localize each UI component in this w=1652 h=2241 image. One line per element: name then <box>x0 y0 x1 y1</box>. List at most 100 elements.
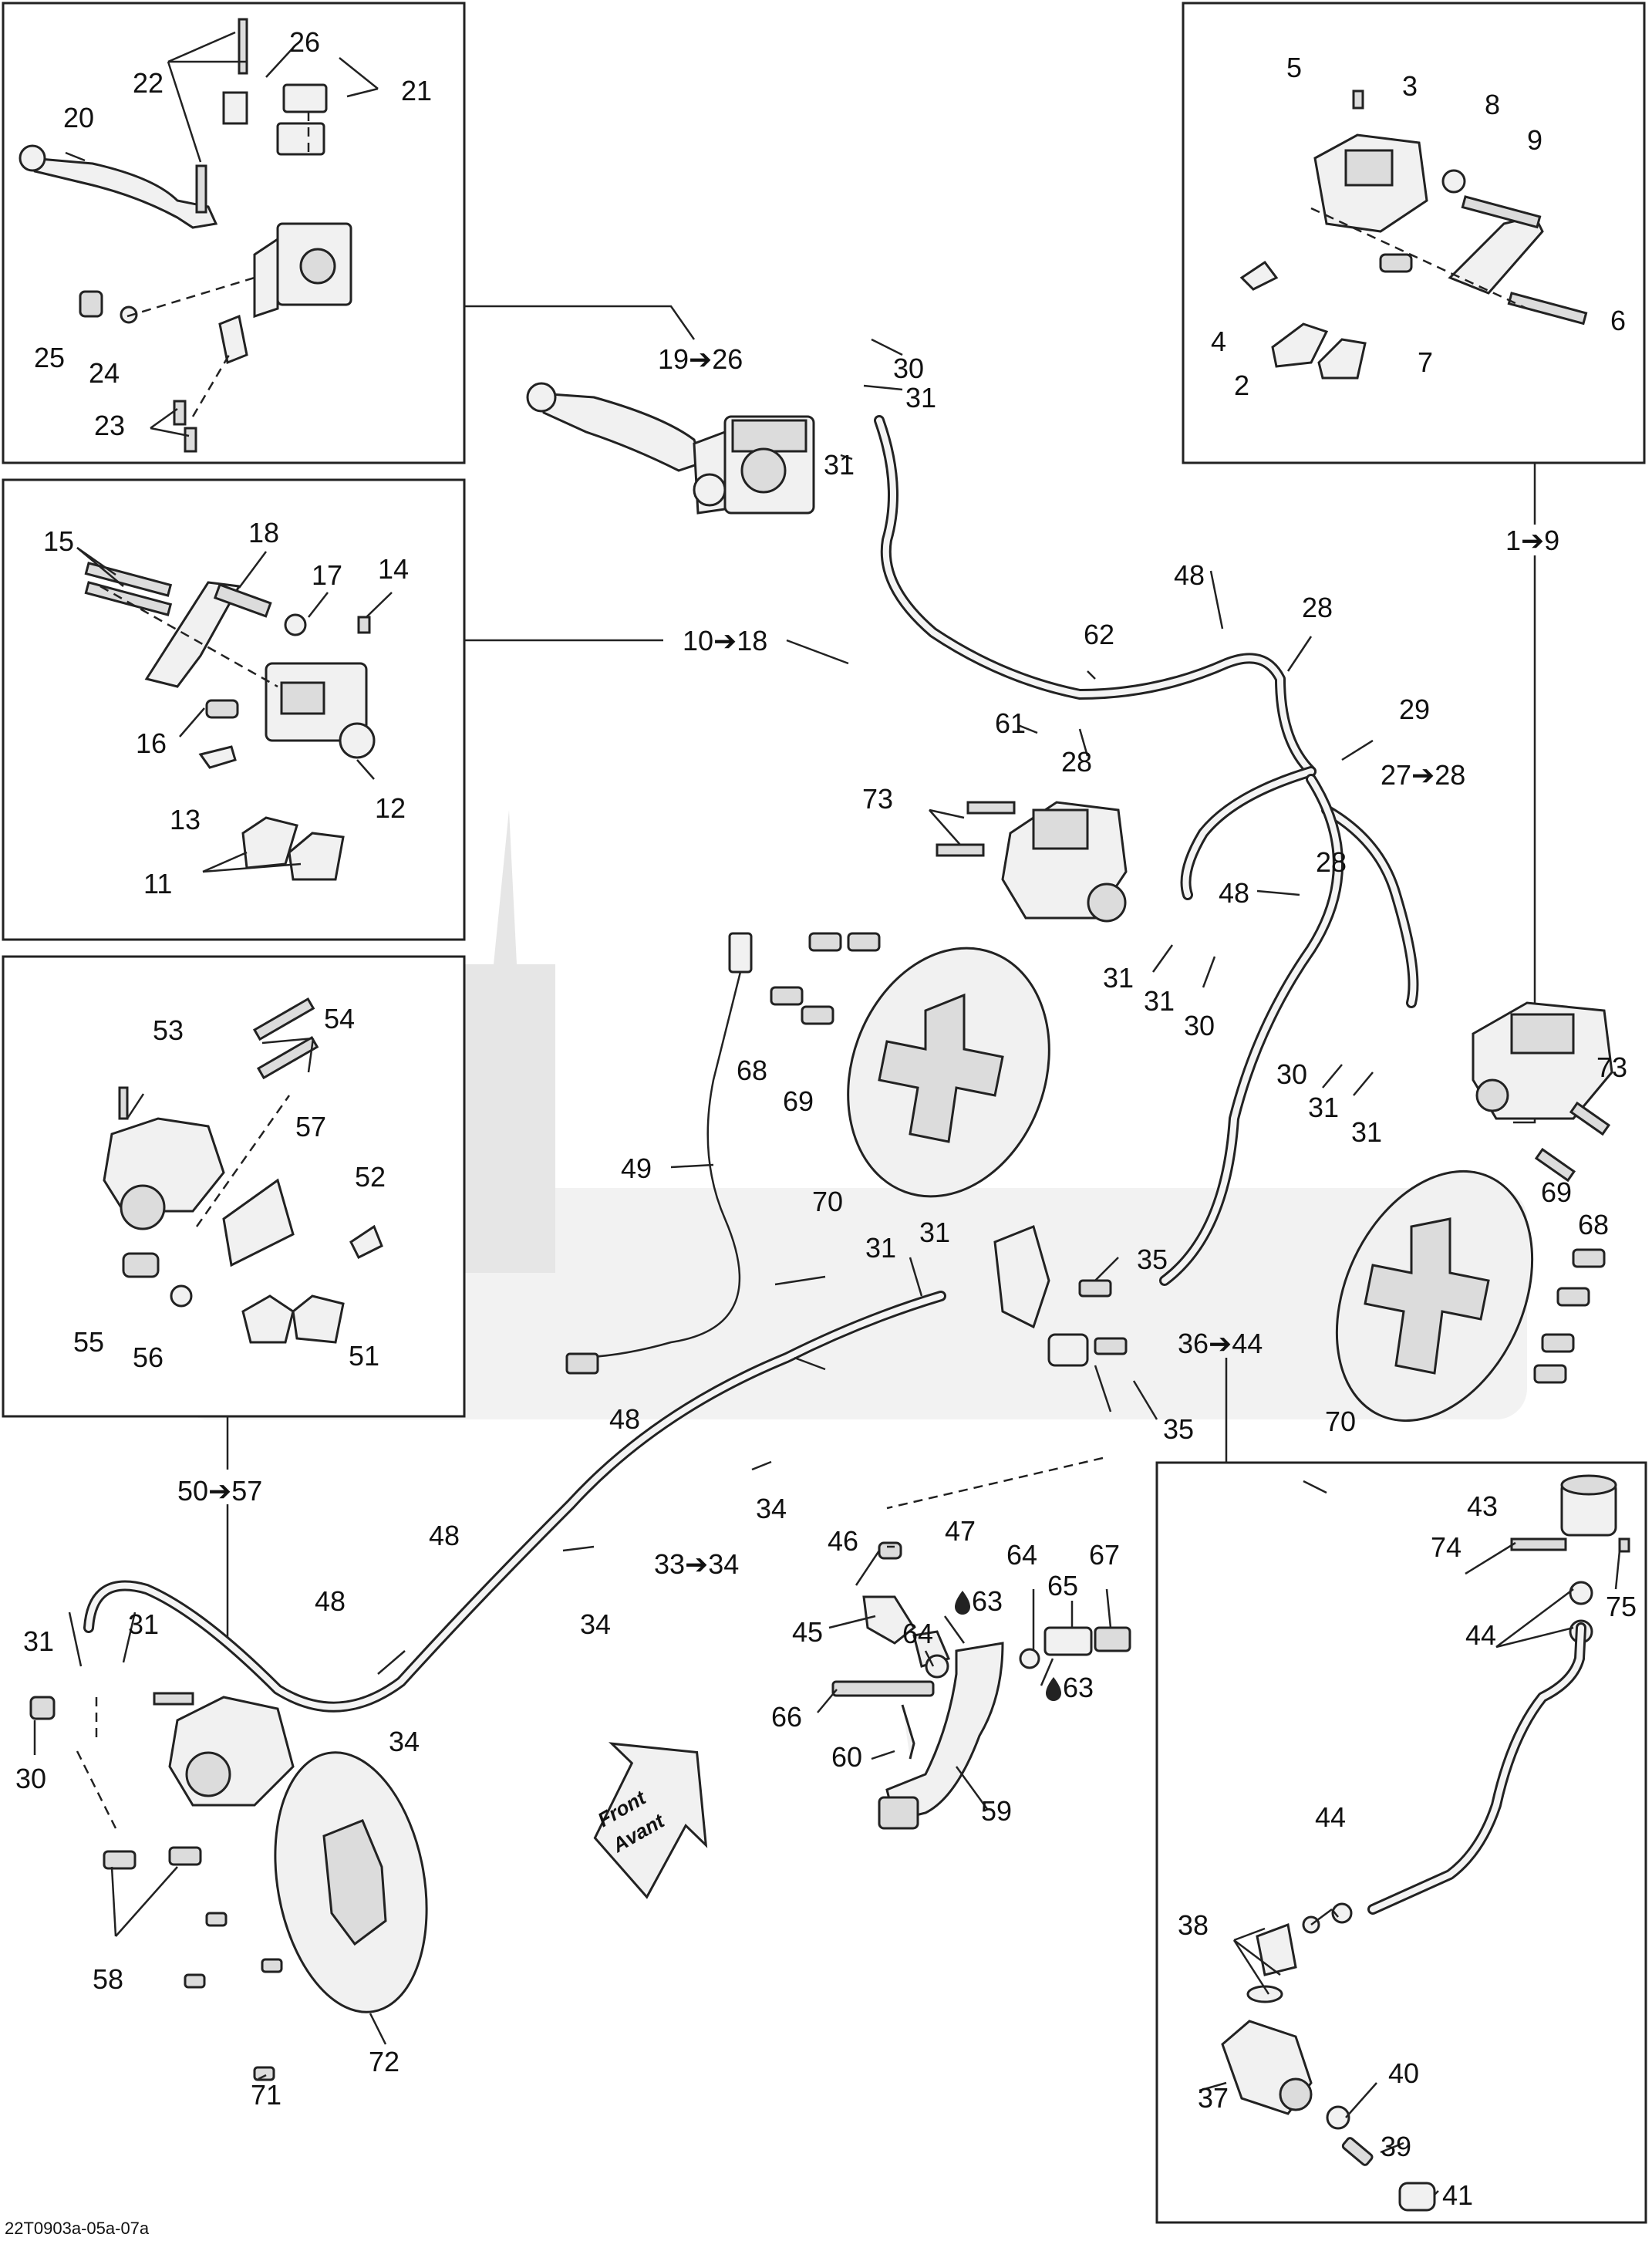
droplet-icons <box>955 1591 1061 1701</box>
callout-7: 7 <box>1418 346 1433 378</box>
callout-62: 62 <box>1084 619 1114 650</box>
callout-31-h: 31 <box>919 1217 950 1248</box>
callout-5: 5 <box>1286 52 1302 83</box>
callout-52: 52 <box>355 1161 386 1193</box>
callout-37: 37 <box>1198 2082 1229 2114</box>
callout-39: 39 <box>1381 2131 1411 2162</box>
callout-34-b: 34 <box>580 1608 611 1640</box>
callout-31-j: 31 <box>128 1608 159 1640</box>
callout-75: 75 <box>1606 1591 1637 1622</box>
inset-rear-master-cylinder <box>1155 1461 1647 2224</box>
callout-35-a: 35 <box>1137 1244 1168 1275</box>
caliper-10-18-exploded <box>84 562 376 881</box>
callout-57: 57 <box>295 1111 326 1142</box>
callout-70-a: 70 <box>812 1186 843 1217</box>
callout-11: 11 <box>143 868 172 899</box>
callout-23: 23 <box>94 410 125 441</box>
front-discs <box>847 947 1534 1423</box>
callout-67: 67 <box>1089 1539 1120 1571</box>
master-cylinder-exploded <box>19 18 352 453</box>
callout-38: 38 <box>1178 1909 1209 1941</box>
callout-44-b: 44 <box>1315 1801 1346 1833</box>
diagram-code: 22T0903a-05a-07a <box>5 2219 150 2238</box>
callout-70-b: 70 <box>1325 1406 1356 1437</box>
callout-63-a: 63 <box>972 1585 1003 1617</box>
callout-63-b: 63 <box>1063 1672 1094 1703</box>
callout-66: 66 <box>771 1701 802 1733</box>
callout-29: 29 <box>1399 694 1430 725</box>
callout-68-b: 68 <box>1578 1209 1609 1240</box>
callout-6: 6 <box>1610 305 1626 336</box>
callout-45: 45 <box>792 1616 823 1648</box>
callout-8: 8 <box>1485 89 1500 120</box>
rear-caliper-main <box>29 1692 295 1870</box>
callout-31-e: 31 <box>1308 1092 1339 1123</box>
callout-72: 72 <box>369 2046 400 2077</box>
leader-lines <box>33 31 1621 2195</box>
sensor-wire <box>565 932 753 1375</box>
callout-20: 20 <box>63 102 94 133</box>
front-direction-arrow: Front Avant <box>593 1742 708 1899</box>
callout-54: 54 <box>324 1003 355 1034</box>
callout-24: 24 <box>89 357 120 389</box>
front-master-cylinder-main <box>526 382 815 515</box>
callout-34-c: 34 <box>389 1726 420 1757</box>
callout-15: 15 <box>43 525 74 557</box>
callout-64-b: 64 <box>902 1618 933 1649</box>
callout-41: 41 <box>1442 2179 1473 2211</box>
callout-60: 60 <box>831 1741 862 1773</box>
callout-27-28: 27➔28 <box>1381 759 1465 791</box>
callout-44-a: 44 <box>1465 1619 1496 1651</box>
callout-55: 55 <box>73 1326 104 1358</box>
callout-48-b: 48 <box>1219 877 1249 909</box>
inset-connector-lines <box>226 305 1536 1643</box>
droplet-icon <box>1046 1677 1061 1701</box>
callout-51: 51 <box>349 1340 379 1372</box>
callout-64-a: 64 <box>1006 1539 1037 1571</box>
callout-59: 59 <box>981 1795 1012 1827</box>
caliper-1-9-exploded <box>1239 89 1588 380</box>
callout-22: 22 <box>133 67 164 99</box>
callout-49: 49 <box>621 1153 652 1184</box>
callout-26: 26 <box>289 26 320 58</box>
callout-25: 25 <box>34 342 65 373</box>
callout-30-b: 30 <box>1184 1010 1215 1041</box>
callout-73-b: 73 <box>1596 1051 1627 1083</box>
inset-rear-caliper <box>2 955 466 1418</box>
rear-master-cylinder-exploded <box>1221 1474 1630 2212</box>
callout-36-44: 36➔44 <box>1178 1328 1263 1359</box>
callout-35-b: 35 <box>1163 1413 1194 1445</box>
callout-30-c: 30 <box>1276 1058 1307 1090</box>
callout-4: 4 <box>1211 326 1226 357</box>
front-left-caliper-main <box>1472 1001 1613 1183</box>
callout-9: 9 <box>1527 124 1542 156</box>
callout-16: 16 <box>136 727 167 759</box>
callout-65: 65 <box>1047 1570 1078 1601</box>
callout-18: 18 <box>248 517 279 548</box>
callout-56: 56 <box>133 1342 164 1373</box>
droplet-icon <box>955 1591 970 1615</box>
callout-28-b: 28 <box>1061 746 1092 778</box>
callout-50-57: 50➔57 <box>177 1475 262 1507</box>
watermark <box>177 810 1527 1419</box>
callout-68-a: 68 <box>737 1055 767 1086</box>
callout-30-d: 30 <box>15 1763 46 1794</box>
callout-17: 17 <box>312 559 342 591</box>
callout-74: 74 <box>1431 1531 1462 1563</box>
callout-73-a: 73 <box>862 783 893 815</box>
callout-48-c: 48 <box>609 1403 640 1435</box>
callout-31-f: 31 <box>1351 1116 1382 1148</box>
front-right-caliper-main <box>936 801 1128 923</box>
callout-21: 21 <box>401 75 432 106</box>
callout-58: 58 <box>93 1963 123 1995</box>
rear-disc <box>184 1751 428 2081</box>
callout-69-a: 69 <box>783 1085 814 1117</box>
brake-pedal-assembly <box>831 1456 1131 1830</box>
callout-53: 53 <box>153 1014 184 1046</box>
brake-lines <box>83 415 1419 1713</box>
caliper-50-57-exploded <box>103 997 383 1344</box>
callout-48-a: 48 <box>1174 559 1205 591</box>
callout-47: 47 <box>945 1515 976 1547</box>
callout-31-b: 31 <box>824 449 855 481</box>
